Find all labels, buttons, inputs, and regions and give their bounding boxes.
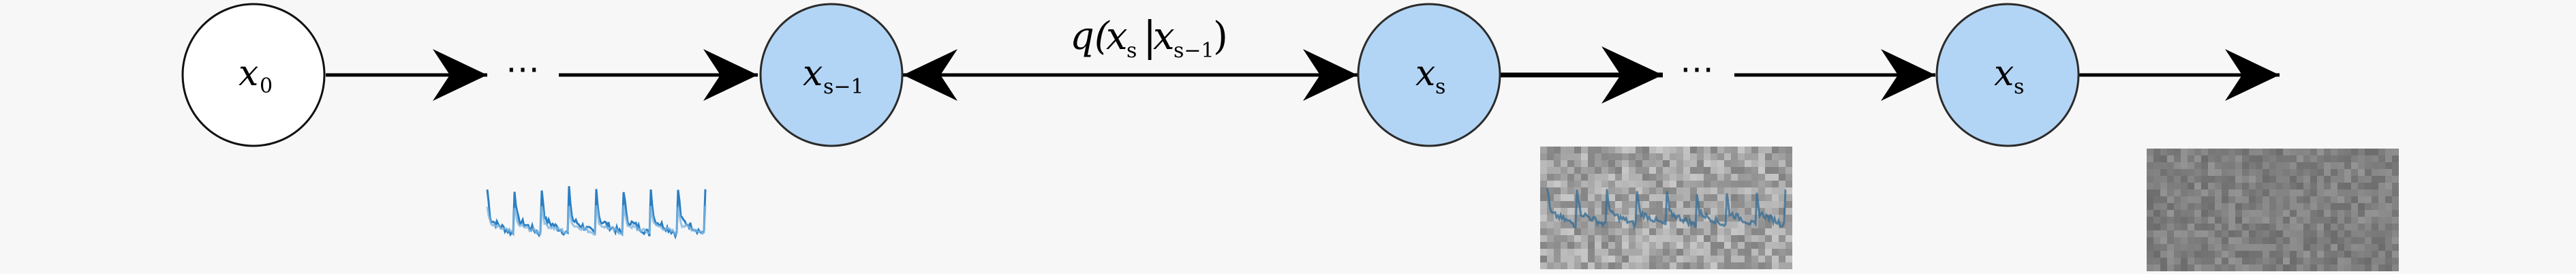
edge-label-q: q( x s | x s−1 ) (1070, 13, 1228, 63)
node-xs-1-label: x (803, 53, 823, 94)
arrowhead-2 (703, 49, 758, 101)
edge-label-s1: s (1126, 39, 1137, 63)
node-xs-1-sub: s−1 (823, 75, 864, 99)
pure-noise-thumbnail (2147, 149, 2399, 271)
node-xs-b-label: x (1994, 53, 2014, 94)
node-xs-minus-1: x s−1 (759, 3, 904, 147)
edges (326, 46, 2280, 104)
edge-label-bar: | (1143, 13, 1156, 61)
noisy-signal-thumbnail (1540, 147, 1792, 269)
node-x0: x 0 (181, 3, 326, 147)
edge-label-close: ) (1213, 14, 1228, 59)
arrowhead-3-right (1303, 49, 1358, 101)
edge-label-s2: s−1 (1174, 39, 1214, 63)
node-xs-b: x s (1935, 3, 2080, 147)
ellipsis-1: ⋯ (506, 49, 540, 89)
node-xs-b-sub: s (2014, 75, 2024, 99)
node-xs-a: x s (1357, 3, 1501, 147)
node-x0-sub: 0 (260, 74, 273, 98)
ellipsis-2: ⋯ (1680, 49, 1714, 89)
node-xs-a-label: x (1415, 53, 1435, 94)
edge-label-q-func: q( (1070, 14, 1110, 59)
arrowhead-5 (1881, 49, 1935, 101)
arrowhead-3-left (903, 49, 957, 101)
arrowhead-6 (2225, 49, 2280, 101)
edge-label-x1: x (1106, 14, 1128, 59)
node-xs-a-sub: s (1435, 75, 1445, 99)
arrowhead-1 (433, 49, 487, 101)
edge-label-x2: x (1153, 14, 1175, 59)
arrowhead-4 (1601, 46, 1663, 104)
node-x0-label: x (239, 53, 258, 94)
clean-signal-thumbnail (486, 186, 707, 240)
